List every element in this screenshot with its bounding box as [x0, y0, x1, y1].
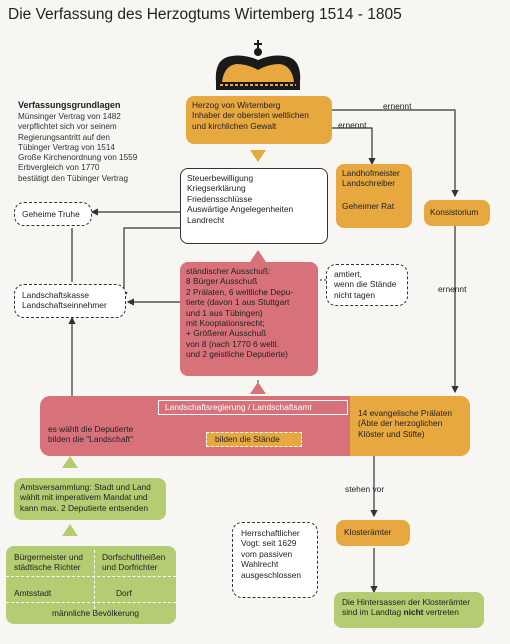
bevoelkerung-label: männliche Bevölkerung [52, 608, 140, 618]
amtsversammlung-box: Amtsversammlung: Stadt und Land wählt mi… [14, 478, 166, 520]
legend-text: Münsinger Vertrag von 1482 verpflichtet … [18, 112, 138, 183]
ernennt-label-mid: ernennt [338, 120, 367, 130]
ernennt-label-right: ernennt [438, 284, 467, 294]
herzog-box: Herzog von Wirtemberg Inhaber der oberst… [186, 96, 332, 144]
amtsstadt-label: Amtsstadt [14, 588, 52, 598]
buergermeister-text: Bürgermeister und städtische Richter [14, 552, 83, 573]
landschaft-band: Landschaftsregierung / Landschaftsamt es… [40, 396, 470, 456]
rights-box: Steuerbewilligung Kriegserklärung Friede… [180, 168, 328, 244]
landhofmeister-box: Landhofmeister Landschreiber Geheimer Ra… [336, 164, 412, 228]
landschaftsregierung-label: Landschaftsregierung / Landschaftsamt [158, 400, 348, 415]
staende-label: bilden die Stände [206, 432, 302, 447]
ausschuss-box: ständischer Ausschuß: 8 Bürger Ausschuß … [180, 262, 318, 376]
landschaftskasse-box: Landschaftskasse Landschaftseinnehmer [14, 284, 126, 318]
dorf-label: Dorf [116, 588, 132, 598]
bevoelkerung-box: Bürgermeister und städtische Richter Dor… [6, 546, 176, 624]
hintersassen-box: Die Hintersassen der Klosterämter sind i… [334, 592, 484, 628]
klosteraemter-box: Klosterämter [336, 520, 410, 546]
geheime-truhe-box: Geheime Truhe [14, 202, 92, 226]
ernennt-label-top: ernennt [383, 101, 412, 111]
crown-icon [215, 40, 301, 90]
dorfschultheissen-text: Dorfschultheißen und Dorfrichter [102, 552, 166, 573]
stehen-vor-label: stehen vor [345, 484, 385, 494]
deputierte-text: es wählt die Deputierte bilden die "Land… [48, 424, 134, 445]
page-title: Die Verfassung des Herzogtums Wirtemberg… [8, 6, 402, 23]
tagung-note: amtiert, wenn die Stände nicht tagen [326, 264, 408, 306]
praelaten-text: 14 evangelische Prälaten (Äbte der herzo… [358, 408, 453, 439]
vogt-note: Herrschaftlicher Vogt: seit 1629 vom pas… [232, 522, 318, 598]
konsistorium-box: Konsistorium [424, 200, 490, 226]
praelaten-section [350, 396, 470, 456]
legend-heading: Verfassungsgrundlagen [18, 100, 121, 110]
